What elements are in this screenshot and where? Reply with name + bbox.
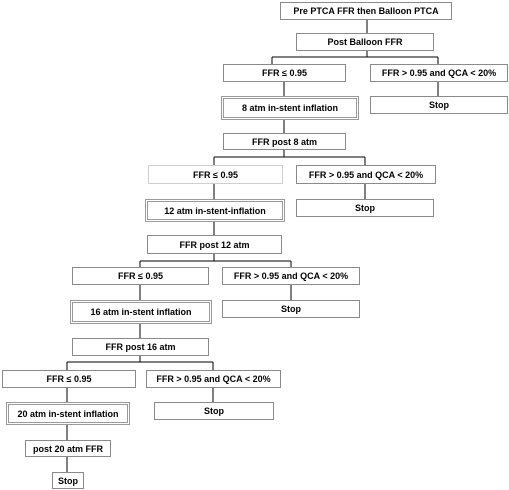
stage4-high-ffr-box: FFR > 0.95 and QCA < 20% (146, 370, 281, 388)
post-20atm-ffr-box: post 20 atm FFR (25, 440, 111, 457)
stage3-stop-box: Stop (222, 300, 360, 318)
stage3-high-ffr-label: FFR > 0.95 and QCA < 20% (233, 271, 349, 281)
stage1-stop-box: Stop (370, 96, 508, 114)
stage2-stop-box: Stop (296, 199, 434, 217)
inflation-16atm-box: 16 atm in-stent inflation (70, 300, 212, 324)
start-label: Pre PTCA FFR then Balloon PTCA (293, 6, 439, 16)
stage4-stop-label: Stop (204, 406, 224, 416)
stage1-high-ffr-label: FFR > 0.95 and QCA < 20% (381, 68, 497, 78)
stage2-low-ffr-label: FFR ≤ 0.95 (193, 169, 238, 180)
stage3-high-ffr-box: FFR > 0.95 and QCA < 20% (222, 267, 360, 285)
final-stop-box: Stop (52, 472, 84, 489)
post-12atm-ffr-box: FFR post 12 atm (147, 235, 282, 254)
stage2-high-ffr-box: FFR > 0.95 and QCA < 20% (296, 165, 436, 184)
post-8atm-ffr-box: FFR post 8 atm (223, 133, 346, 150)
post-16atm-ffr-box: FFR post 16 atm (72, 338, 209, 356)
inflation-8atm-box: 8 atm in-stent inflation (221, 96, 359, 120)
stage1-low-ffr-label: FFR ≤ 0.95 (262, 68, 307, 78)
post-12atm-ffr-label: FFR post 12 atm (179, 239, 250, 250)
stage2-high-ffr-label: FFR > 0.95 and QCA < 20% (308, 169, 424, 180)
inflation-16atm-label: 16 atm in-stent inflation (90, 307, 192, 317)
stage3-stop-label: Stop (281, 304, 301, 314)
start-box: Pre PTCA FFR then Balloon PTCA (280, 2, 452, 20)
stage3-low-ffr-box: FFR ≤ 0.95 (72, 267, 209, 285)
stage4-high-ffr-label: FFR > 0.95 and QCA < 20% (156, 374, 271, 384)
stage1-stop-label: Stop (429, 100, 449, 110)
inflation-20atm-label: 20 atm in-stent inflation (17, 408, 119, 419)
post-8atm-ffr-label: FFR post 8 atm (251, 136, 317, 147)
stage3-low-ffr-label: FFR ≤ 0.95 (118, 271, 163, 281)
inflation-8atm-label: 8 atm in-stent inflation (241, 103, 338, 113)
final-stop-label: Stop (58, 475, 78, 486)
stage4-low-ffr-box: FFR ≤ 0.95 (2, 370, 136, 388)
stage1-high-ffr-box: FFR > 0.95 and QCA < 20% (370, 64, 508, 82)
post-balloon-ffr-label: Post Balloon FFR (327, 37, 403, 47)
stage4-low-ffr-label: FFR ≤ 0.95 (46, 374, 92, 384)
stage1-low-ffr-box: FFR ≤ 0.95 (223, 64, 346, 82)
stage2-stop-label: Stop (355, 203, 375, 213)
post-20atm-ffr-label: post 20 atm FFR (32, 443, 103, 454)
post-16atm-ffr-label: FFR post 16 atm (105, 342, 176, 352)
stage2-low-ffr-box: FFR ≤ 0.95 (148, 165, 283, 184)
inflation-12atm-box: 12 atm in-stent-inflation (145, 199, 285, 222)
inflation-20atm-box: 20 atm in-stent inflation (6, 402, 130, 425)
inflation-12atm-label: 12 atm in-stent-inflation (164, 205, 266, 216)
post-balloon-ffr-box: Post Balloon FFR (296, 33, 434, 51)
stage4-stop-box: Stop (154, 402, 274, 420)
